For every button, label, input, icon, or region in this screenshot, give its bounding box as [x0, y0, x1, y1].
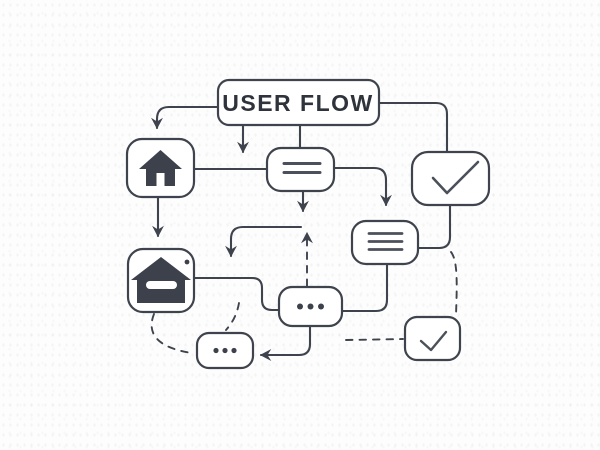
user-flow-box — [216, 78, 381, 127]
home-icon — [139, 150, 182, 186]
node-menu-two-lines — [265, 146, 336, 193]
connector-ellipsis1-to-ellipsis2 — [259, 324, 312, 361]
checkmark-icon — [431, 160, 480, 195]
connector-checklarge-to-checksmall-dashed — [450, 251, 458, 316]
node-checkmark-small — [403, 315, 462, 362]
menu-three-lines-icon — [367, 232, 404, 251]
node-user-flow: USER FLOW — [216, 78, 381, 127]
node-ellipsis-secondary — [195, 331, 255, 370]
ellipsis-icon — [213, 347, 237, 354]
connector-ellipsis1-to-checksmall-dashed — [345, 338, 404, 341]
connector-menu3-to-ellipsis1 — [341, 262, 389, 313]
connector-drop-to-ellipsis2-dashed — [225, 302, 240, 331]
menu-two-lines-box — [265, 146, 336, 193]
connector-menu2-to-menu3 — [332, 166, 392, 207]
garage-home-icon — [131, 257, 191, 303]
connector-userflow-to-home — [151, 105, 220, 130]
connector-garage-to-ellipsis1 — [192, 276, 280, 312]
node-menu-three-lines — [350, 219, 420, 266]
menu-two-lines-icon — [282, 162, 322, 174]
nodes: USER FLOW — [125, 78, 491, 370]
node-home — [125, 137, 196, 199]
connectors — [150, 101, 458, 361]
checkmark-large-box — [410, 150, 491, 207]
connector-garage-to-ellipsis2-dashed — [150, 313, 193, 354]
connector-userflow-to-checklarge — [377, 101, 449, 154]
node-checkmark-large — [410, 150, 491, 207]
ellipsis-icon — [297, 303, 324, 310]
diagram-title: USER FLOW — [222, 90, 374, 116]
checkmark-small-box — [403, 315, 462, 362]
node-home-garage — [126, 247, 196, 314]
checkmark-icon — [419, 330, 448, 352]
connector-checklarge-to-menu3 — [417, 203, 452, 250]
connector-junction-left-drop-arrow — [225, 225, 303, 258]
garage-roof-dot — [184, 259, 190, 265]
garage-door-slot — [146, 281, 177, 289]
node-ellipsis-primary — [277, 285, 344, 328]
